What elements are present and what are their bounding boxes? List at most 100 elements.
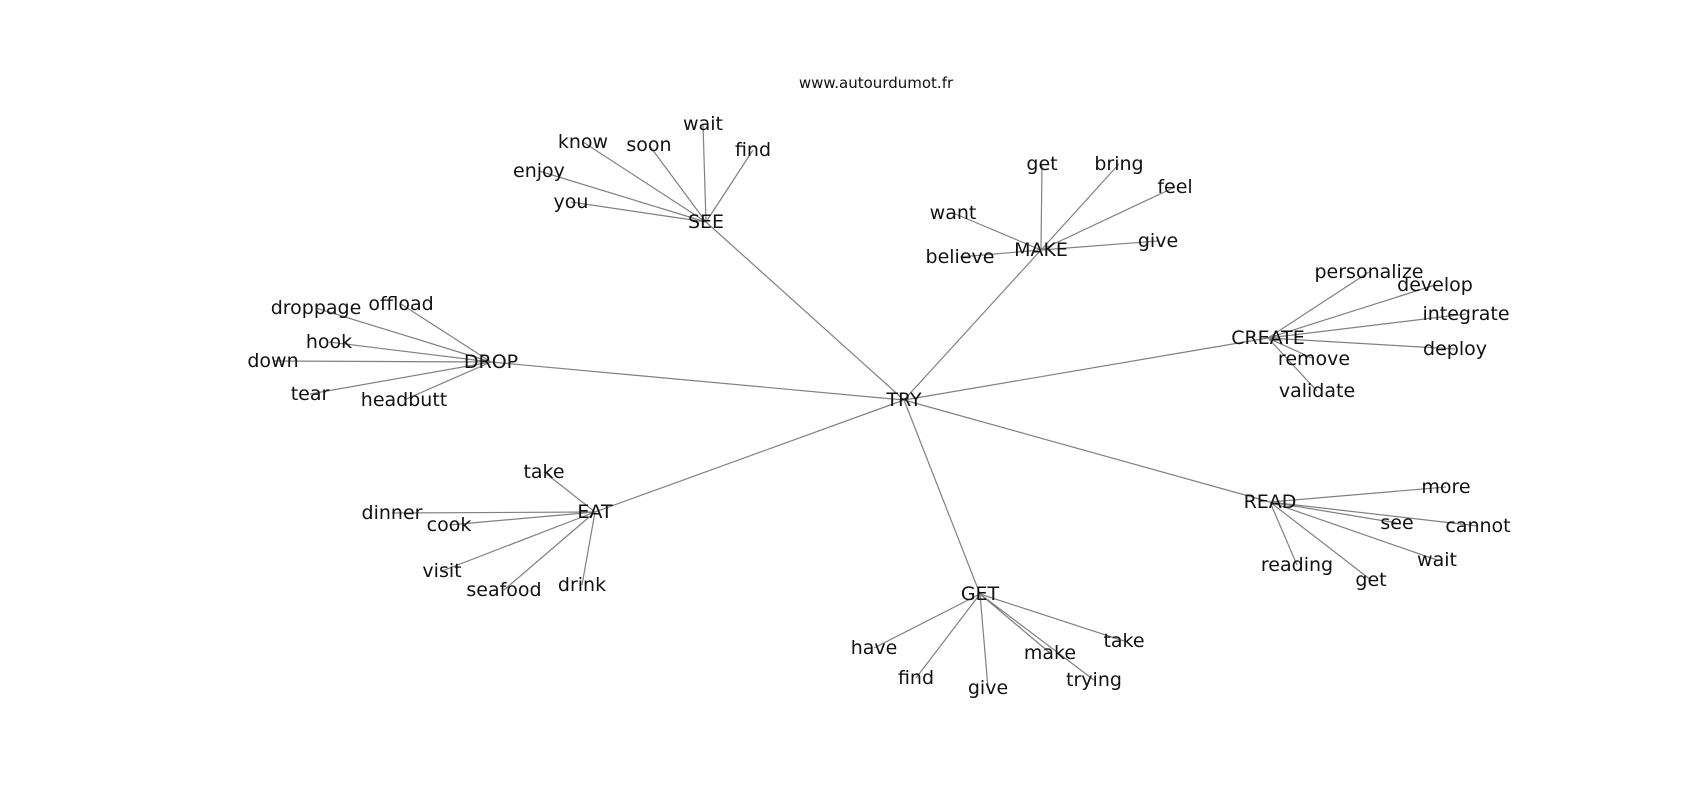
edge-get-have [873,593,981,649]
edge-eat-visit [441,511,596,572]
leaf-node-read-cannot: cannot [1445,515,1510,537]
leaf-node-drop-tear: tear [291,383,330,405]
hub-node-drop: DROP [464,351,518,373]
leaf-node-see-find: find [735,139,771,161]
leaf-node-drop-offload: offload [368,293,433,315]
edge-get-give [979,593,989,689]
edge-create-validate [1267,337,1318,392]
edge-create-develop [1267,284,1436,339]
leaf-node-get-make: make [1024,642,1076,664]
leaf-node-create-remove: remove [1278,348,1350,370]
edge-eat-drink [581,511,596,586]
edge-make-feel [1040,186,1176,251]
leaf-node-get-give: give [968,677,1008,699]
leaf-node-drop-headbutt: headbutt [361,389,447,411]
edge-read-wait [1269,501,1438,561]
edge-make-want [952,212,1042,251]
edge-root-drop [490,361,905,401]
edge-drop-headbutt [403,361,492,401]
edge-create-remove [1267,337,1315,360]
edge-get-find [915,593,981,679]
leaf-node-read-see: see [1380,512,1413,534]
leaf-node-drop-down: down [247,350,298,372]
edge-see-find [705,149,754,223]
edge-create-deploy [1267,337,1456,350]
leaf-node-create-personalize: personalize [1315,261,1424,283]
hub-node-get: GET [961,583,1000,605]
edge-eat-dinner [391,511,596,514]
leaf-node-create-integrate: integrate [1422,303,1509,325]
leaf-node-see-soon: soon [626,134,671,156]
leaf-node-eat-cook: cook [427,514,472,536]
leaf-node-get-take: take [1103,630,1144,652]
edge-drop-tear [309,361,492,395]
edge-make-believe [959,249,1042,258]
leaf-node-drop-droppage: droppage [271,297,362,319]
edge-drop-offload [400,303,492,363]
hub-node-make: MAKE [1014,239,1068,261]
leaf-node-eat-drink: drink [558,574,606,596]
hub-node-see: SEE [688,211,724,233]
edge-read-more [1269,486,1447,503]
leaf-node-make-give: give [1138,230,1178,252]
leaf-node-see-know: know [558,131,608,153]
edge-read-cannot [1269,501,1479,527]
edge-see-know [582,141,707,223]
leaf-node-drop-hook: hook [306,331,352,353]
edge-create-integrate [1267,313,1467,339]
edge-eat-take [543,471,596,513]
edge-make-get [1040,163,1043,251]
edge-root-read [903,399,1271,503]
hub-node-create: CREATE [1231,327,1305,349]
leaf-node-read-more: more [1421,476,1470,498]
edge-make-give [1040,240,1159,251]
edge-drop-down [272,360,492,363]
leaf-node-see-you: you [554,191,589,213]
edge-root-make [903,249,1042,401]
edge-eat-cook [448,511,596,526]
graph-edges [272,123,1479,689]
edge-see-soon [648,144,707,223]
watermark: www.autourdumot.fr [799,74,954,92]
leaf-node-make-feel: feel [1157,176,1192,198]
leaf-node-create-deploy: deploy [1423,338,1487,360]
edge-get-trying [979,593,1095,681]
leaf-node-read-get: get [1355,569,1386,591]
edge-see-wait [702,123,707,223]
hub-node-eat: EAT [577,501,613,523]
leaf-node-create-validate: validate [1279,380,1355,402]
edge-read-get [1269,501,1372,581]
edge-create-personalize [1267,271,1370,339]
leaf-node-get-find: find [898,667,934,689]
leaf-node-read-wait: wait [1417,549,1457,571]
edge-get-take [979,593,1125,642]
leaf-node-get-have: have [851,637,898,659]
leaf-node-make-bring: bring [1094,153,1143,175]
edge-read-reading [1269,501,1298,566]
edge-eat-seafood [503,511,596,591]
leaf-node-eat-dinner: dinner [362,502,423,524]
edge-root-see [705,221,905,401]
leaf-node-make-want: want [930,202,977,224]
edge-root-get [903,399,981,595]
edge-see-enjoy [538,170,707,223]
leaf-node-read-reading: reading [1261,554,1333,576]
edge-read-see [1269,501,1398,524]
leaf-node-create-develop: develop [1397,274,1473,296]
edge-get-make [979,593,1051,654]
root-node-try: TRY [885,389,922,411]
leaf-node-make-get: get [1026,153,1057,175]
edge-drop-droppage [315,307,492,363]
hub-node-read: READ [1244,491,1297,513]
edge-make-bring [1040,163,1120,251]
leaf-node-see-wait: wait [683,113,723,135]
edge-root-eat [594,399,905,513]
leaf-node-eat-take: take [523,461,564,483]
leaf-node-eat-visit: visit [422,560,461,582]
leaf-node-see-enjoy: enjoy [513,160,565,182]
leaf-node-make-believe: believe [926,246,995,268]
edge-drop-hook [328,341,492,363]
edge-see-you [570,201,707,223]
edge-root-create [903,337,1269,401]
